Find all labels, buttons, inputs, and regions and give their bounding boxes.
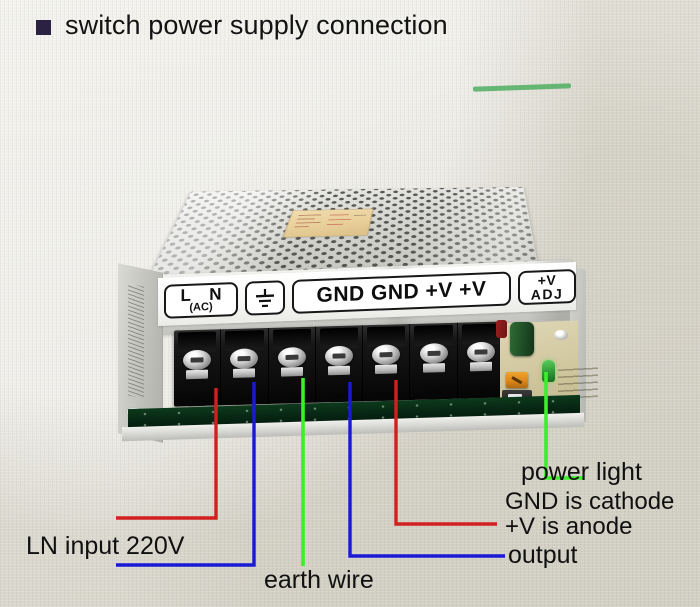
label-box-earth bbox=[245, 280, 285, 316]
leader-line-gnd-pv bbox=[394, 380, 497, 526]
annotation-pv-anode: +V is anode bbox=[505, 513, 633, 540]
page-title-text: switch power supply connection bbox=[65, 10, 448, 40]
red-component bbox=[496, 320, 507, 338]
pcb-screw bbox=[554, 330, 568, 340]
page-title: switch power supply connection bbox=[36, 10, 448, 41]
annotation-ln-input: LN input 220V bbox=[26, 532, 185, 560]
leader-line-output bbox=[348, 382, 505, 558]
leader-line-power-light bbox=[544, 372, 583, 480]
green-capacitor bbox=[510, 322, 534, 356]
terminal-label-strip: L N (AC) GND GND +V +V +V ADJ bbox=[158, 261, 576, 327]
earth-ground-icon bbox=[256, 288, 274, 308]
square-bullet-icon bbox=[36, 20, 51, 35]
leader-line-ln-neutral bbox=[116, 382, 256, 567]
annotation-earth-wire: earth wire bbox=[264, 566, 374, 594]
annotation-power-light: power light bbox=[521, 458, 642, 486]
voltage-adjust-trimmer bbox=[506, 372, 528, 388]
leader-line-ln-input bbox=[116, 388, 218, 520]
annotation-gnd-cathode: GND is cathode bbox=[505, 488, 675, 515]
annotation-output: output bbox=[508, 541, 578, 569]
